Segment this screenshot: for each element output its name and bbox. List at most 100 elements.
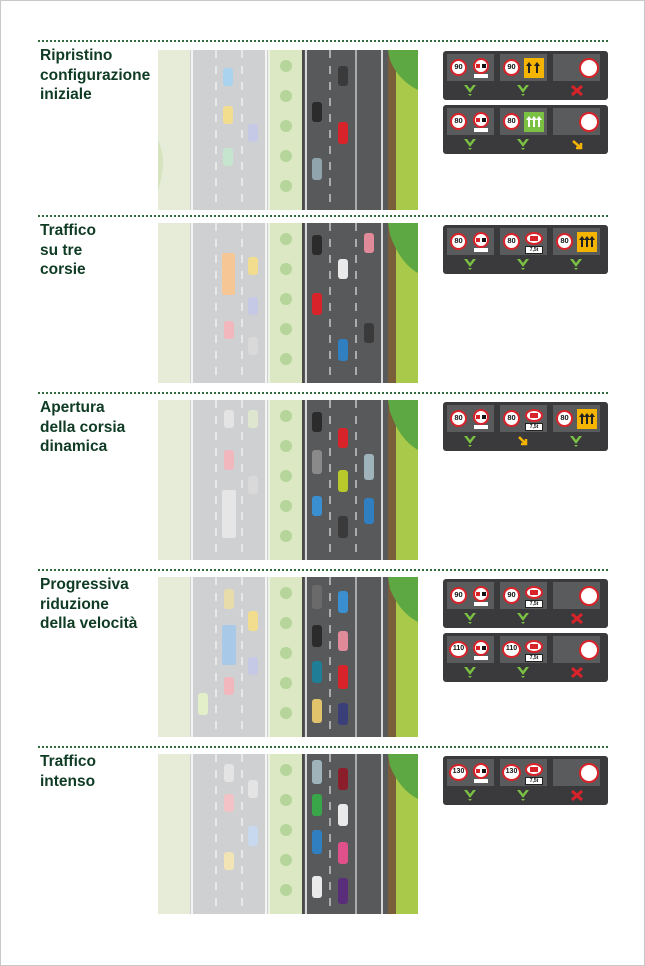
yellow-diagonal-arrow-icon (518, 436, 528, 446)
section-divider (38, 215, 608, 217)
no-trucks-sign-icon (525, 640, 543, 653)
red-x-icon (571, 613, 583, 624)
no-trucks-sign-icon (525, 763, 543, 776)
section-apertura-corsia-dinamica: Apertura della corsia dinamica (38, 392, 608, 562)
road-illustration (158, 754, 418, 914)
section-ripristino: Ripristino configurazione iniziale (38, 40, 608, 210)
panel-cell-2: 80 7,5t (498, 225, 549, 274)
section-divider (38, 40, 608, 42)
lane-arrows-yellow-icon (524, 58, 544, 78)
lane-arrows-yellow-icon (577, 232, 597, 252)
panel-cell-2: 90 7,5t (498, 579, 549, 628)
panel-cell-1: 90 (445, 51, 496, 100)
no-entry-ring-icon (579, 763, 599, 783)
green-arrow-icon (570, 436, 582, 447)
red-x-icon (571, 667, 583, 678)
panel-cell-1: 80 (445, 225, 496, 274)
red-x-icon (571, 85, 583, 96)
no-overtaking-trucks-icon (473, 409, 489, 429)
no-trucks-sign-icon (525, 232, 543, 245)
road-illustration (158, 577, 418, 737)
title-line: iniziale (40, 86, 92, 103)
title-line: della velocità (40, 615, 138, 632)
section-divider (38, 569, 608, 571)
section-riduzione-velocita: Progressiva riduzione della velocità (38, 569, 608, 739)
section-traffico-tre-corsie: Traffico su tre corsie (38, 215, 608, 385)
title-line: corsie (40, 261, 86, 278)
no-overtaking-trucks-icon (473, 763, 489, 783)
panel-cell-2: 80 7,5t (498, 402, 549, 451)
weight-plate: 7,5t (525, 777, 543, 785)
no-entry-ring-icon (579, 640, 599, 660)
no-overtaking-trucks-icon (473, 640, 489, 660)
panel-cell-3 (551, 579, 602, 628)
panel-cell-3 (551, 633, 602, 682)
section-title: Progressiva riduzione della velocità (40, 575, 137, 634)
title-line: Apertura (40, 399, 105, 416)
section-title: Ripristino configurazione iniziale (40, 46, 150, 105)
no-overtaking-trucks-icon (473, 58, 489, 78)
no-entry-ring-icon (579, 112, 599, 132)
panel-cell-1: 90 (445, 579, 496, 628)
speed-limit-sign: 90 (450, 59, 467, 76)
panel-cell-3 (551, 105, 602, 154)
speed-limit-sign: 110 (502, 641, 521, 658)
speed-limit-sign: 80 (450, 113, 467, 130)
panel-cell-3: 80 (551, 402, 602, 451)
speed-limit-sign: 130 (449, 764, 468, 781)
green-arrow-icon (517, 613, 529, 624)
green-arrow-icon (464, 85, 476, 96)
green-arrow-icon (517, 259, 529, 270)
weight-plate: 7,5t (525, 654, 543, 662)
no-entry-ring-icon (579, 586, 599, 606)
green-arrow-icon (517, 139, 529, 150)
panel-cell-1: 110 (445, 633, 496, 682)
speed-limit-sign: 80 (450, 233, 467, 250)
speed-limit-sign: 110 (449, 641, 468, 658)
panel-cell-2: 110 7,5t (498, 633, 549, 682)
speed-limit-sign: 80 (503, 233, 520, 250)
road-illustration (158, 223, 418, 383)
title-line: Progressiva (40, 576, 129, 593)
panel-cell-1: 80 (445, 105, 496, 154)
section-traffico-intenso: Traffico intenso (38, 746, 608, 916)
signal-panel: 80 80 7,5t 80 (443, 225, 608, 274)
panel-cell-2: 130 7,5t (498, 756, 549, 805)
title-line: dinamica (40, 438, 108, 455)
title-line: configurazione (40, 66, 151, 84)
panel-cell-1: 80 (445, 402, 496, 451)
title-line: riduzione (40, 595, 109, 613)
panel-cell-3 (551, 756, 602, 805)
speed-limit-sign: 90 (503, 59, 520, 76)
speed-limit-sign: 90 (503, 587, 520, 604)
panel-cell-3 (551, 51, 602, 100)
title-line: Traffico (40, 222, 96, 239)
signal-panel: 80 80 7,5t 80 (443, 402, 608, 451)
signal-panel: 130 130 7,5t (443, 756, 608, 805)
lane-merge-green-icon (524, 112, 544, 132)
green-arrow-icon (464, 139, 476, 150)
section-divider (38, 746, 608, 748)
section-divider (38, 392, 608, 394)
green-arrow-icon (464, 259, 476, 270)
green-arrow-icon (570, 259, 582, 270)
speed-limit-sign: 80 (503, 410, 520, 427)
title-line: della corsia (40, 418, 126, 436)
speed-limit-sign: 80 (556, 233, 573, 250)
green-arrow-icon (464, 667, 476, 678)
signal-panel: 90 90 (443, 51, 608, 100)
speed-limit-sign: 90 (450, 587, 467, 604)
title-line: Ripristino (40, 47, 113, 64)
title-line: intenso (40, 772, 96, 790)
no-trucks-sign-icon (525, 586, 543, 599)
panel-cell-2: 80 (498, 105, 549, 154)
road-illustration (158, 50, 418, 210)
speed-limit-sign: 130 (502, 764, 521, 781)
green-arrow-icon (464, 613, 476, 624)
green-arrow-icon (517, 667, 529, 678)
section-title: Traffico intenso (40, 752, 96, 791)
signal-panel: 90 90 7,5t (443, 579, 608, 628)
lane-arrows-yellow-icon (577, 409, 597, 429)
speed-limit-sign: 80 (503, 113, 520, 130)
weight-plate: 7,5t (525, 600, 543, 608)
